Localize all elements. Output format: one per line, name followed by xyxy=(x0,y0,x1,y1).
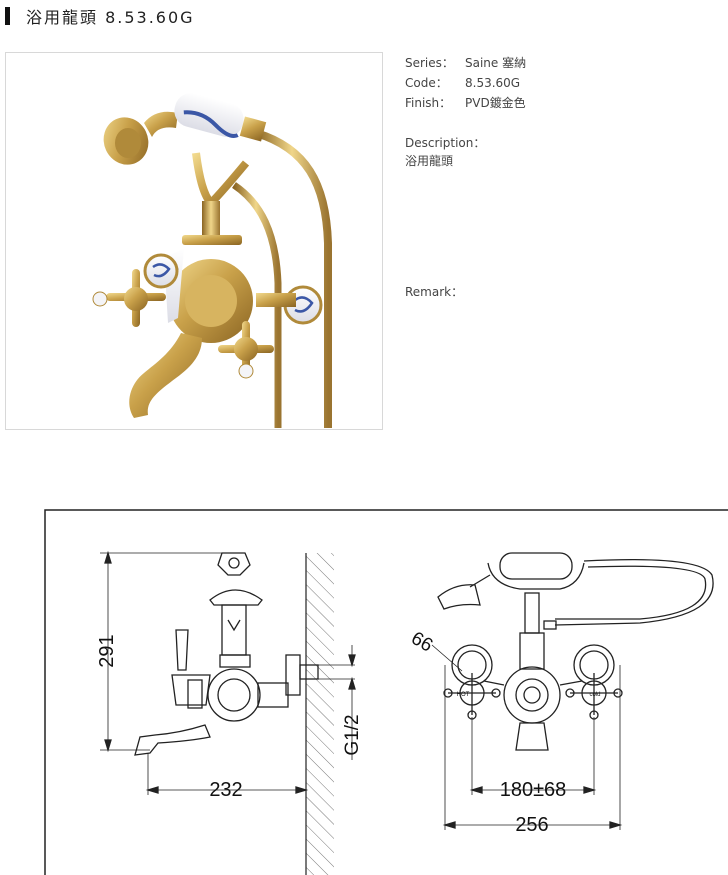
code-label: Code： xyxy=(405,76,448,90)
dim-centers: 180±68 xyxy=(500,779,567,801)
page-title: 浴用龍頭 8.53.60G xyxy=(26,8,195,27)
spec-block: Series： Saine 塞納 Code： 8.53.60G Finish： … xyxy=(405,53,526,113)
dim-width: 256 xyxy=(515,814,548,836)
dim-projection: 232 xyxy=(209,779,242,801)
technical-drawing: 291 232 G1/2 xyxy=(44,509,728,875)
hot-handle-label: HOT xyxy=(457,692,470,698)
code-value: 8.53.60G xyxy=(465,76,521,90)
faucet-photo-illustration xyxy=(92,93,332,428)
finish-value: PVD鍍金色 xyxy=(465,96,526,110)
spec-row-code: Code： 8.53.60G xyxy=(405,73,526,93)
page-title-bar: 浴用龍頭 8.53.60G xyxy=(0,5,195,27)
finish-label: Finish： xyxy=(405,96,452,110)
series-value: Saine 塞納 xyxy=(465,56,527,70)
wall-section xyxy=(306,553,334,875)
front-view xyxy=(431,552,714,830)
dim-height: 291 xyxy=(96,634,118,667)
side-view xyxy=(100,550,356,795)
drawing-frame xyxy=(44,509,728,875)
dim-handle: 66 xyxy=(407,628,436,657)
description-value: 浴用龍頭 xyxy=(405,154,454,168)
dim-thread: G1/2 xyxy=(342,714,363,755)
cold-handle-label: cold xyxy=(589,692,600,698)
remark-label: Remark： xyxy=(405,285,464,299)
title-marker xyxy=(5,7,10,25)
product-photo xyxy=(5,52,383,430)
series-label: Series： xyxy=(405,56,454,70)
spec-row-finish: Finish： PVD鍍金色 xyxy=(405,93,526,113)
description-label: Description： xyxy=(405,136,486,150)
spec-row-series: Series： Saine 塞納 xyxy=(405,53,526,73)
